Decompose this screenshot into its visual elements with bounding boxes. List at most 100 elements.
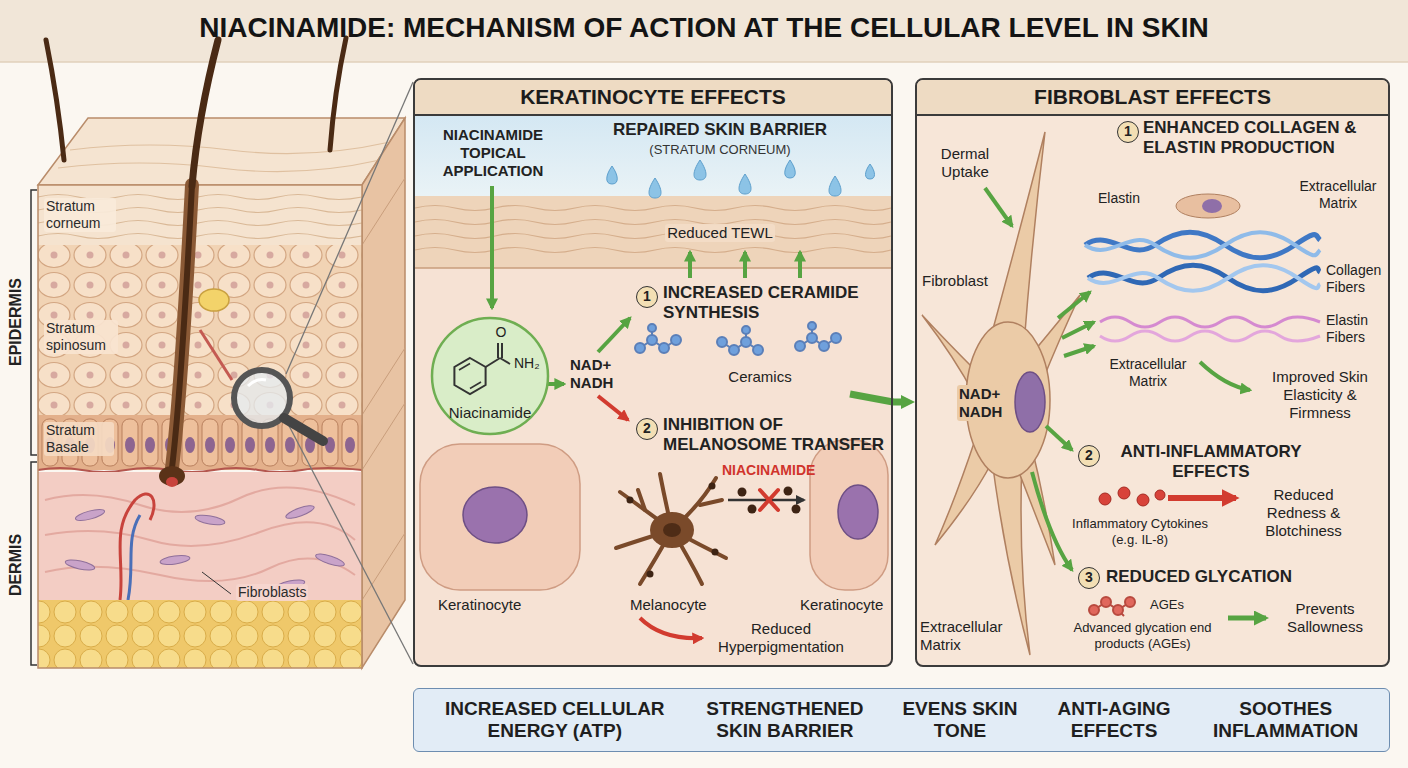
keratinocyte-scene-part-part [753,345,763,355]
keratinocyte-scene-part-part [648,324,656,332]
skin-block-part-part [64,558,95,572]
fibroblast-scene-part [1064,346,1094,356]
magnifier [234,82,413,664]
keratinocyte-scene-part [616,474,726,584]
keratinocyte-scene-part [760,490,778,510]
text-label: NIACINAMIDE [722,462,815,479]
skin-block-part-part [285,503,316,521]
text-label: INCREASED CERAMIDE SYNTHESIS [663,283,891,324]
keratinocyte-scene-part-part [785,160,796,178]
keratinocyte-scene-part [607,160,875,198]
keratinocyte-scene-part [415,267,891,269]
skin-block-part-part [160,554,191,566]
text-label: Prevents Sallowness [1270,600,1380,636]
text-label: Reduced TEWL [665,224,775,242]
skin-block-part [45,559,355,582]
structure-bond [459,364,470,371]
text-label: Dermal Uptake [928,145,1002,181]
skin-block-part [120,494,154,600]
fibroblast-scene-part [1202,199,1222,213]
skin-block-part-part [74,507,105,522]
panel-header: KERATINOCYTE EFFECTS [415,80,891,116]
text-label: Extracellular Matrix [1290,178,1386,212]
benefit-text: EVENS SKIN TONE [897,698,1022,742]
structure-bond [501,343,503,358]
fibroblast-scene-part-part [1089,605,1099,615]
keratinocyte-scene-part-part [819,341,829,351]
keratinocyte-scene-part [635,322,841,355]
keratinocyte-scene-part [663,523,681,537]
skin-block-part [38,234,362,239]
fibroblast-scene-part [1032,472,1072,570]
skin-block-part [166,477,178,487]
structure-bond [470,382,481,389]
text-label: Keratinocyte [438,596,521,614]
fibroblast-scene-part [1015,372,1045,432]
magnifier-part [284,418,323,441]
magnifier-part [286,82,413,374]
skin-block-part-part [195,513,226,526]
skin-block-part [362,118,405,668]
structure-bond [486,358,500,367]
text-label: Stratum spinosum [44,320,118,354]
fibroblast-scene-part-part [1113,605,1123,615]
keratinocyte-scene-part [640,618,702,638]
text-label: Elastin Fibers [1326,312,1388,346]
skin-block-part [159,466,185,486]
skin-block-part [362,348,405,415]
benefit-text: ANTI-AGING EFFECTS [1049,698,1179,742]
skin-block-part [38,185,362,668]
keratinocyte-scene-part [415,112,891,198]
callout-number: 1 [1117,121,1139,143]
keratinocyte-scene-part [738,487,801,514]
text-label: NAD+ NADH [957,385,1003,421]
keratinocyte-scene-part-part [807,333,817,343]
keratinocyte-scene-part-part [647,335,657,345]
keratinocyte-scene-part-part [866,164,875,179]
skin-block-part [172,185,192,468]
text-label: Fibroblasts [236,584,308,601]
keratinocyte-scene-part-part [647,571,654,578]
skin-block-part [38,185,362,245]
callout-number: 2 [636,418,658,440]
fibroblast-scene-part [922,132,1080,655]
keratinocyte-scene-part-part [831,333,841,343]
fibroblast-scene-part-part [1099,493,1111,505]
text-label: Advanced glycation end products (AGEs) [1060,620,1225,651]
molecule-name: Niacinamide [430,404,550,422]
text-label: Extracellular Matrix [1098,356,1198,390]
fibroblast-scene-part [1085,232,1320,258]
keratinocyte-scene-part-part [649,178,661,198]
skin-block-part [70,142,390,154]
keratinocyte-scene [413,78,893,667]
keratinocyte-scene-part [413,78,893,667]
fibroblast-scene [915,78,1390,667]
keratinocyte-scene-part-part [808,322,816,330]
keratinocyte-scene-part-part [795,341,805,351]
fibroblast-scene-part [1228,616,1266,621]
skin-block-part [45,522,355,546]
skin-block-part [64,503,345,592]
fibroblast-scene-part [1089,597,1135,616]
molecule-circle: Niacinamide [430,316,550,436]
keratinocyte-scene-part [415,248,891,253]
keratinocyte-scene-part-part [829,176,841,196]
region-bracket-part [31,462,37,665]
text-label: Stratum Basale [44,422,114,456]
magnifier-part [286,420,413,664]
text-label: Keratinocyte [800,596,883,614]
text-label: REDUCED GLYCATION [1106,567,1292,587]
keratinocyte-scene-part-part [638,490,645,510]
keratinocyte-scene-part [463,487,527,543]
text-label: Reduced Hyperpigmentation [706,620,856,656]
keratinocyte-scene-part-part [712,549,719,556]
keratinocyte-scene-part-part [742,326,750,334]
summary-band: INCREASED CELLULAR ENERGY (ATP)STRENGTHE… [413,688,1390,752]
skin-block-part [200,330,232,380]
text-label: NAD+ NADH [570,356,618,392]
fibroblast-scene-part [985,188,1012,226]
skin-block-part [38,415,362,470]
region-label: EPIDERMIS [6,278,25,366]
text-label: ANTI-INFLAMMATORY EFFECTS [1106,442,1316,483]
text-label: Collagen Fibers [1326,262,1388,296]
